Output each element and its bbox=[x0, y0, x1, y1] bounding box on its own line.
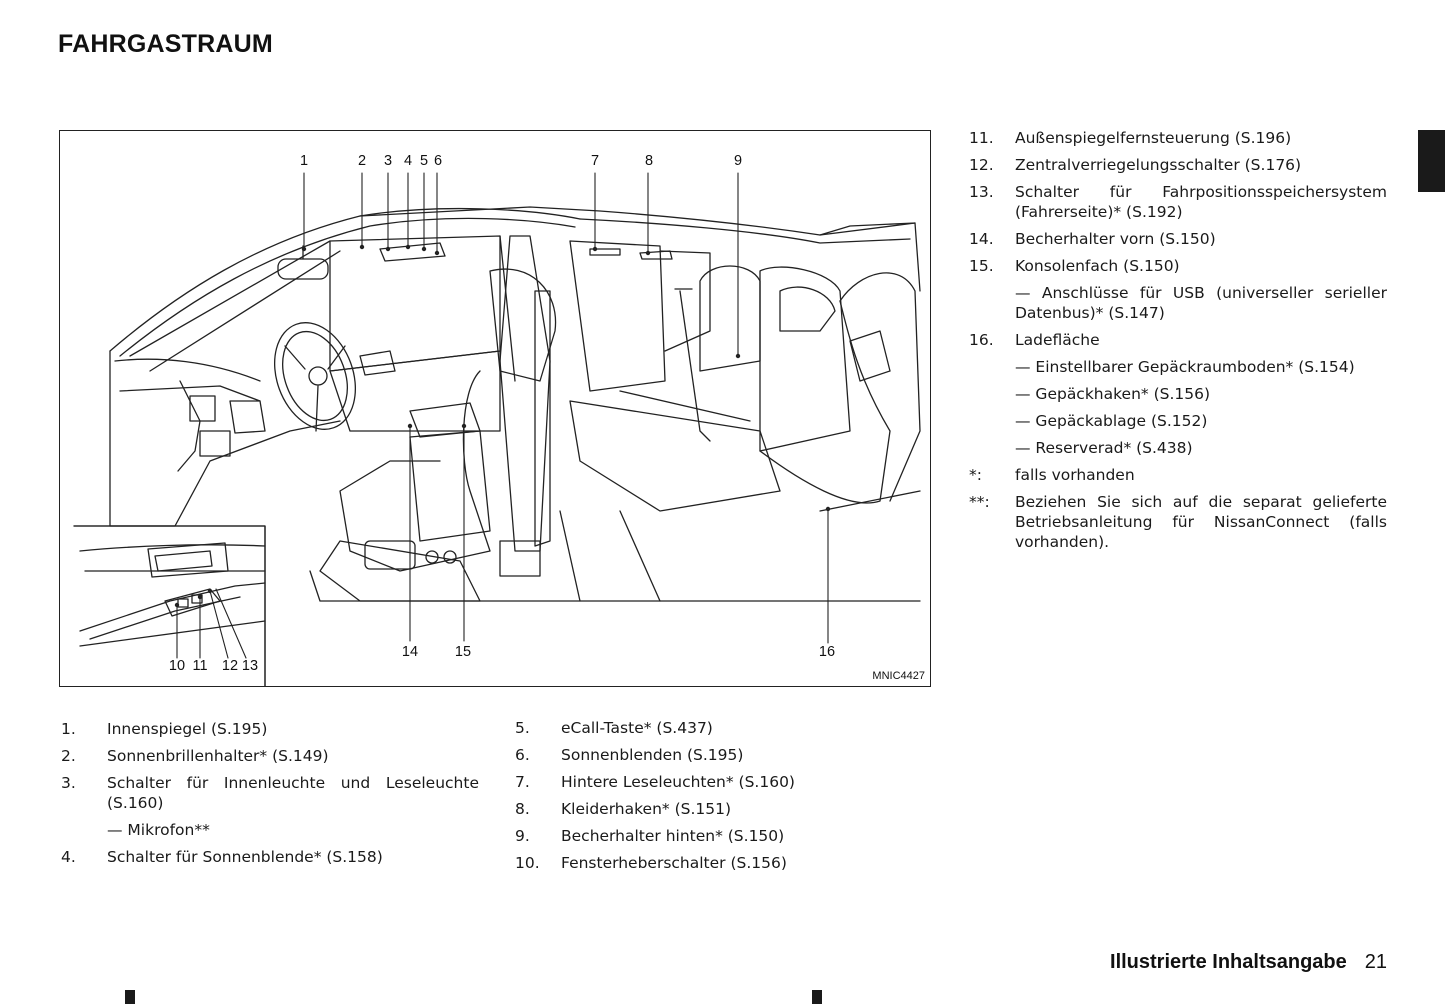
item-subtext: — Gepäckablage (S.152) bbox=[1015, 412, 1208, 430]
legend-list-left: 1. Innenspiegel (S.195) 2. Sonnenbrillen… bbox=[61, 719, 479, 874]
callout-9: 9 bbox=[733, 153, 743, 169]
print-mark-left bbox=[125, 990, 135, 1004]
item-subtext: — Anschlüsse für USB (universeller serie… bbox=[1015, 284, 1387, 322]
item-text: Sonnenblenden (S.195) bbox=[561, 746, 744, 764]
interior-illustration: 1 2 3 4 5 6 7 8 9 10 11 12 13 14 15 16 M… bbox=[59, 130, 931, 687]
item-number: 8. bbox=[515, 800, 530, 818]
list-item: *: falls vorhanden bbox=[969, 465, 1387, 485]
item-text: eCall-Taste* (S.437) bbox=[561, 719, 713, 737]
item-text: Sonnenbrillenhalter* (S.149) bbox=[107, 747, 329, 765]
item-number: 11. bbox=[969, 129, 994, 147]
item-number: 4. bbox=[61, 848, 76, 866]
item-text: Kleiderhaken* (S.151) bbox=[561, 800, 732, 818]
footnote-text: Beziehen Sie sich auf die separat gelief… bbox=[1015, 493, 1387, 551]
item-number: 3. bbox=[61, 774, 76, 792]
item-number: 9. bbox=[515, 827, 530, 845]
list-item: 8. Kleiderhaken* (S.151) bbox=[515, 799, 915, 819]
page-title: FAHRGASTRAUM bbox=[58, 30, 273, 58]
callout-4: 4 bbox=[403, 153, 413, 169]
item-text: Zentralverriegelungsschalter (S.176) bbox=[1015, 156, 1302, 174]
item-subtext: — Einstellbarer Gepäckraumboden* (S.154) bbox=[1015, 358, 1355, 376]
item-text: Konsolenfach (S.150) bbox=[1015, 257, 1180, 275]
legend-list-middle: 5. eCall-Taste* (S.437) 6. Sonnenblenden (… bbox=[515, 718, 915, 880]
callout-6: 6 bbox=[433, 153, 443, 169]
item-text: Schalter für Sonnenblende* (S.158) bbox=[107, 848, 383, 866]
item-text: Schalter für Innenleuchte und Leseleucht… bbox=[107, 774, 479, 812]
section-name: Illustrierte Inhaltsangabe bbox=[1110, 951, 1347, 973]
legend-list-right: 11. Außenspiegelfernsteuerung (S.196) 12.… bbox=[969, 128, 1387, 559]
callout-12: 12 bbox=[221, 658, 239, 674]
callout-8: 8 bbox=[644, 153, 654, 169]
item-number: 15. bbox=[969, 257, 994, 275]
callout-16: 16 bbox=[818, 644, 836, 660]
item-text: Becherhalter vorn (S.150) bbox=[1015, 230, 1216, 248]
item-number: 7. bbox=[515, 773, 530, 791]
list-item: 12. Zentralverriegelungsschalter (S.176) bbox=[969, 155, 1387, 175]
item-text: Innenspiegel (S.195) bbox=[107, 720, 268, 738]
list-item: 15. Konsolenfach (S.150) — Anschlüsse fü… bbox=[969, 256, 1387, 323]
list-item: 3. Schalter für Innenleuchte und Leseleu… bbox=[61, 773, 479, 840]
list-item: 5. eCall-Taste* (S.437) bbox=[515, 718, 915, 738]
list-item: 11. Außenspiegelfernsteuerung (S.196) bbox=[969, 128, 1387, 148]
item-text: Schalter für Fahrpositionsspeichersystem… bbox=[1015, 183, 1387, 221]
item-number: 13. bbox=[969, 183, 994, 201]
figure-code: MNIC4427 bbox=[872, 670, 925, 682]
print-mark-right bbox=[812, 990, 822, 1004]
item-text: Becherhalter hinten* (S.150) bbox=[561, 827, 785, 845]
footnote-text: falls vorhanden bbox=[1015, 466, 1135, 484]
callout-11: 11 bbox=[192, 658, 208, 674]
list-item: 13. Schalter für Fahrpositionsspeichersys… bbox=[969, 182, 1387, 222]
list-item: 16. Ladefläche — Einstellbarer Gepäckrau… bbox=[969, 330, 1387, 458]
callout-1: 1 bbox=[299, 153, 309, 169]
item-number: 2. bbox=[61, 747, 76, 765]
callout-14: 14 bbox=[401, 644, 419, 660]
item-subtext: — Mikrofon** bbox=[107, 821, 210, 839]
list-item: 1. Innenspiegel (S.195) bbox=[61, 719, 479, 739]
car-interior-drawing bbox=[73, 172, 921, 686]
item-number: 12. bbox=[969, 156, 994, 174]
item-subtext: — Gepäckhaken* (S.156) bbox=[1015, 385, 1211, 403]
item-text: Hintere Leseleuchten* (S.160) bbox=[561, 773, 795, 791]
item-number: 1. bbox=[61, 720, 76, 738]
item-number: 6. bbox=[515, 746, 530, 764]
item-subtext: — Reserverad* (S.438) bbox=[1015, 439, 1193, 457]
item-text: Fensterheberschalter (S.156) bbox=[561, 854, 787, 872]
callout-15: 15 bbox=[454, 644, 472, 660]
list-item: 10. Fensterheberschalter (S.156) bbox=[515, 853, 915, 873]
callout-3: 3 bbox=[383, 153, 393, 169]
callout-7: 7 bbox=[590, 153, 600, 169]
item-number: 16. bbox=[969, 331, 994, 349]
list-item: 9. Becherhalter hinten* (S.150) bbox=[515, 826, 915, 846]
callout-13: 13 bbox=[241, 658, 259, 674]
item-number: 14. bbox=[969, 230, 994, 248]
item-number: 5. bbox=[515, 719, 530, 737]
list-item: 4. Schalter für Sonnenblende* (S.158) bbox=[61, 847, 479, 867]
callout-2: 2 bbox=[357, 153, 367, 169]
list-item: 14. Becherhalter vorn (S.150) bbox=[969, 229, 1387, 249]
footnote-marker: **: bbox=[969, 493, 990, 511]
item-text: Ladefläche bbox=[1015, 331, 1100, 349]
item-text: Außenspiegelfernsteuerung (S.196) bbox=[1015, 129, 1292, 147]
page-number: 21 bbox=[1364, 951, 1387, 973]
list-item: **: Beziehen Sie sich auf die separat gel… bbox=[969, 492, 1387, 552]
list-item: 6. Sonnenblenden (S.195) bbox=[515, 745, 915, 765]
callout-5: 5 bbox=[419, 153, 429, 169]
callout-10: 10 bbox=[168, 658, 186, 674]
list-item: 7. Hintere Leseleuchten* (S.160) bbox=[515, 772, 915, 792]
page-footer: Illustrierte Inhaltsangabe 21 bbox=[1110, 951, 1387, 974]
section-tab-marker bbox=[1418, 130, 1445, 192]
list-item: 2. Sonnenbrillenhalter* (S.149) bbox=[61, 746, 479, 766]
item-number: 10. bbox=[515, 854, 540, 872]
footnote-marker: *: bbox=[969, 466, 982, 484]
